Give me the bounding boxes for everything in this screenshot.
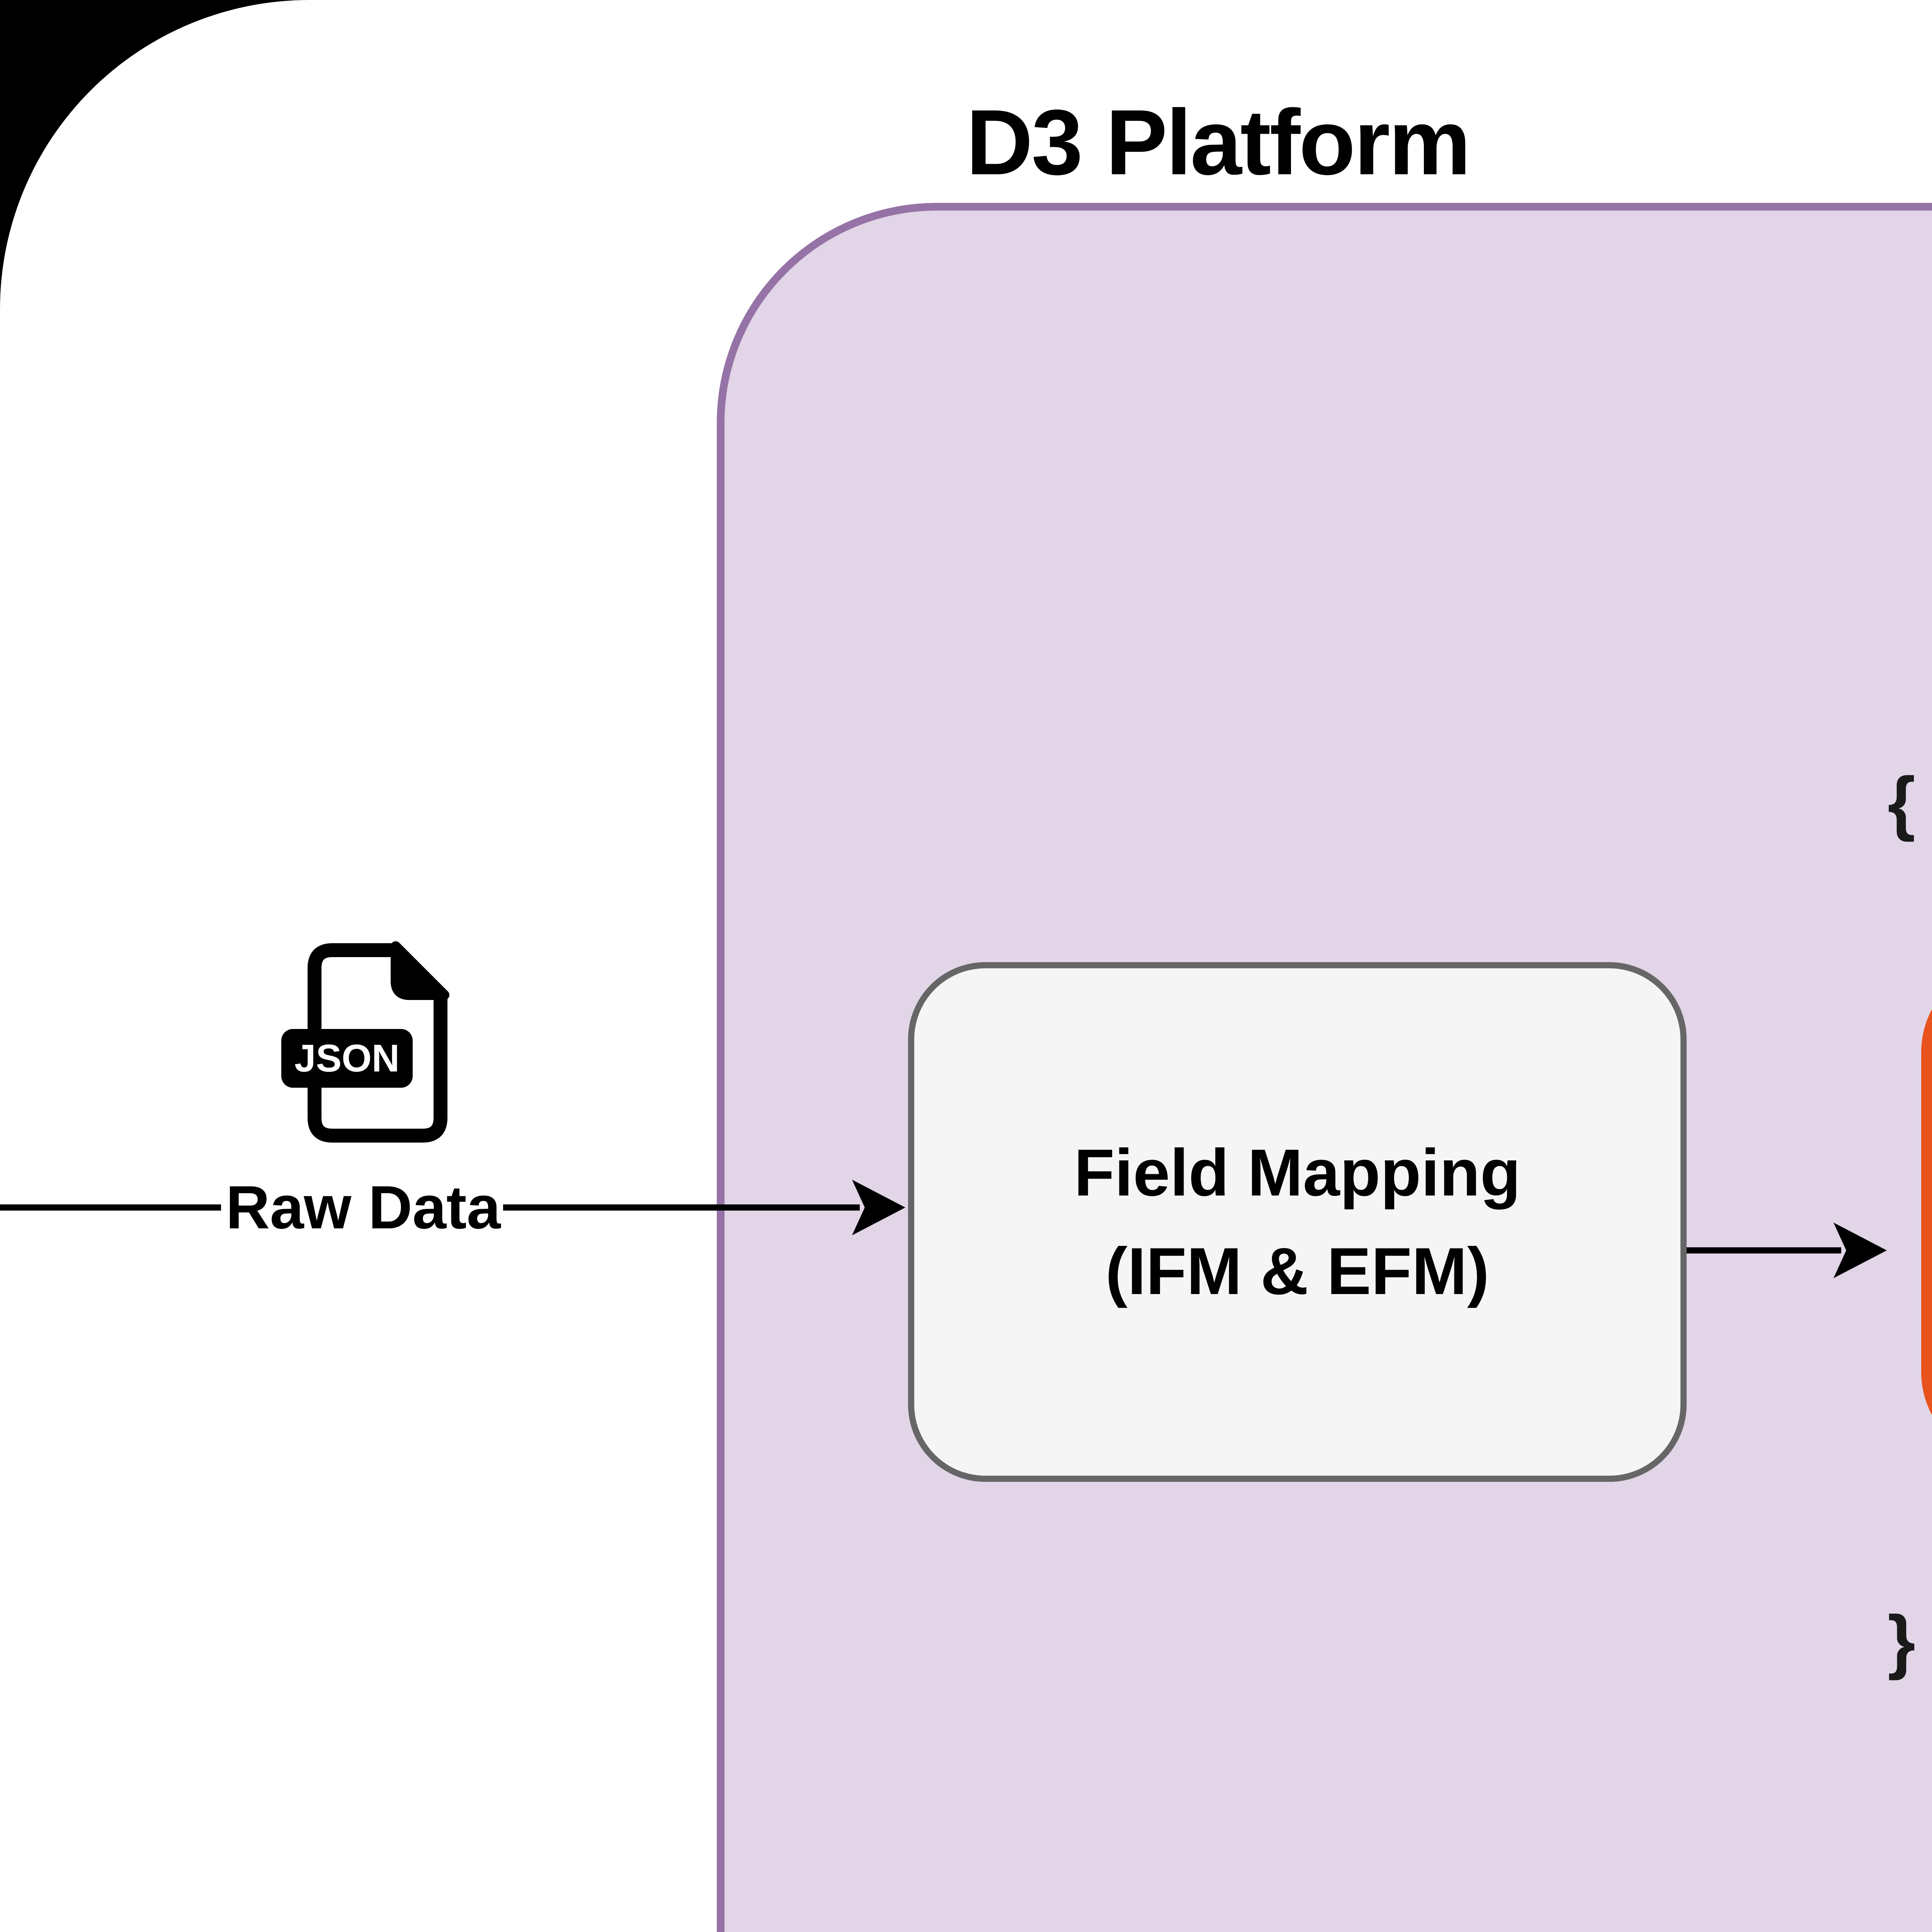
json-badge bbox=[281, 1029, 413, 1088]
platform-title: D3 Platform bbox=[966, 90, 1471, 194]
raw-data-label: Raw Data bbox=[226, 1173, 501, 1242]
json-brace-open: { bbox=[1888, 763, 1915, 842]
document-fold bbox=[391, 941, 449, 1000]
mapped-keys-highlight bbox=[1921, 960, 1932, 1464]
field-mapping-box: Field Mapping (IFM & EFM) bbox=[908, 962, 1687, 1482]
arrowhead-icon bbox=[852, 1180, 905, 1235]
field-mapping-line2: (IFM & EFM) bbox=[1105, 1234, 1490, 1308]
arrow-raw-to-mapping bbox=[0, 1180, 905, 1235]
json-file-icon: JSON bbox=[281, 941, 449, 1143]
field-mapping-line1: Field Mapping bbox=[1074, 1135, 1521, 1210]
arrowhead-icon bbox=[1833, 1223, 1887, 1278]
json-brace-close: } bbox=[1888, 1601, 1915, 1681]
arrow-mapping-to-json bbox=[1687, 1223, 1887, 1278]
json-badge-label: JSON bbox=[294, 1037, 400, 1080]
